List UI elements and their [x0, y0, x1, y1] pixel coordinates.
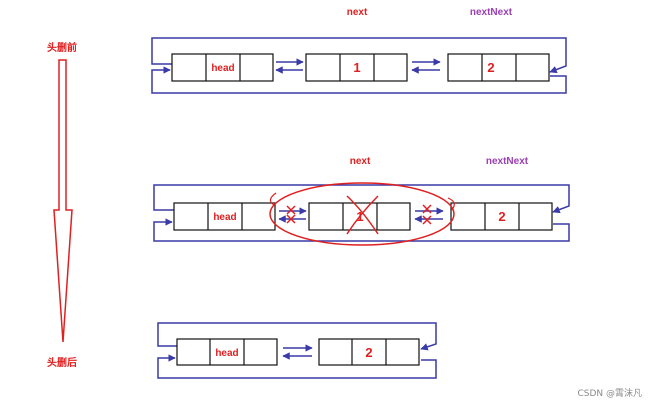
node-2: 2: [447, 53, 550, 82]
list-after: head 2: [157, 322, 437, 379]
node-2: 2: [318, 338, 420, 366]
node-head: head: [173, 202, 276, 231]
node-1-label: 1: [353, 60, 360, 75]
node-head: head: [176, 338, 278, 366]
pointer-next-next-label: nextNext: [486, 156, 529, 167]
list-deleting: next nextNext head 1 2: [153, 156, 570, 246]
watermark-text: CSDN @霄沫凡: [577, 387, 642, 399]
node-2-label: 2: [498, 209, 505, 224]
delete-annotation: [269, 182, 455, 246]
before-label: 头删前: [47, 41, 77, 54]
node-head-label: head: [215, 348, 238, 359]
node-head: head: [171, 53, 274, 82]
pointer-next-next-label: nextNext: [470, 7, 513, 18]
node-2: 2: [450, 202, 553, 231]
progress-arrow: 头删前 头删后: [47, 41, 77, 369]
pointer-next-label: next: [350, 156, 371, 167]
node-head-label: head: [211, 63, 234, 74]
list-before: next nextNext head 1 2: [151, 7, 567, 94]
node-1: 1: [305, 53, 408, 82]
node-2-label: 2: [487, 60, 494, 75]
pointer-next-label: next: [347, 7, 368, 18]
node-head-label: head: [213, 212, 236, 223]
node-2-label: 2: [365, 345, 372, 360]
after-label: 头删后: [47, 356, 77, 369]
